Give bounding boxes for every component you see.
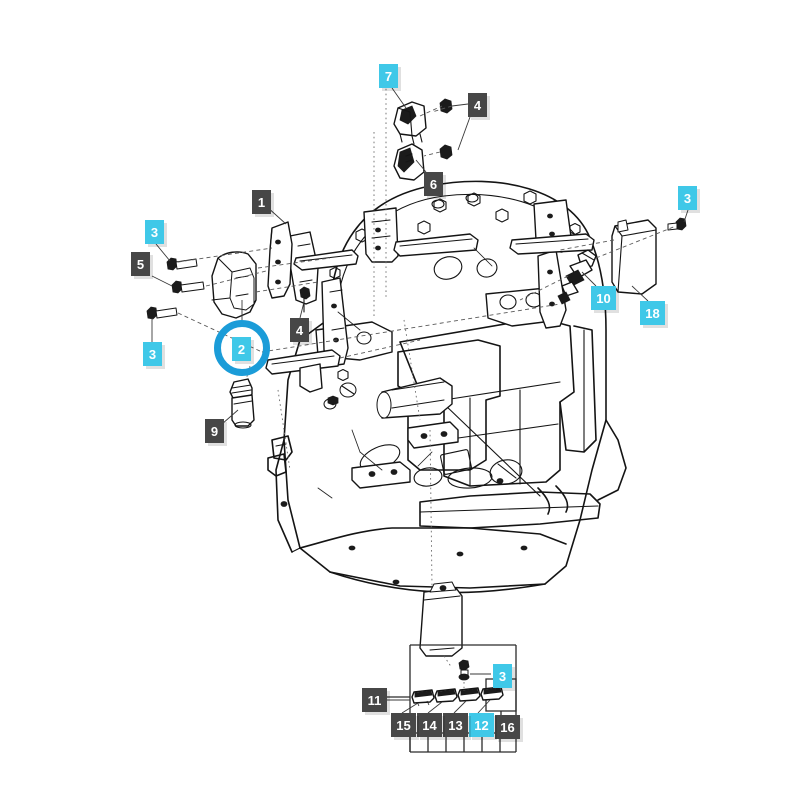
callout-10[interactable]: 10	[591, 286, 616, 310]
selected-part-highlight-ring	[214, 320, 270, 376]
callout-3-right[interactable]: 3	[678, 186, 697, 210]
fuse-items	[411, 686, 504, 707]
fastener-bolt-right	[667, 217, 687, 231]
upper-brackets	[265, 199, 595, 477]
callout-3-bottom[interactable]: 3	[493, 664, 512, 688]
callout-4-middle[interactable]: 4	[290, 318, 309, 342]
hex-bolt	[146, 306, 178, 320]
callout-15[interactable]: 15	[391, 713, 416, 737]
part-1-bracket-plate	[267, 221, 293, 299]
part-7-relay	[393, 101, 427, 145]
callout-3-lower-left[interactable]: 3	[143, 342, 162, 366]
callout-18[interactable]: 18	[640, 301, 665, 325]
callout-9[interactable]: 9	[205, 419, 224, 443]
callout-1[interactable]: 1	[252, 190, 271, 214]
callout-6[interactable]: 6	[424, 172, 443, 196]
part-9-connector	[229, 378, 255, 429]
callout-16[interactable]: 16	[495, 715, 520, 739]
callout-14[interactable]: 14	[417, 713, 442, 737]
callout-13[interactable]: 13	[443, 713, 468, 737]
callout-3-upper-left[interactable]: 3	[145, 220, 164, 244]
callout-2-selected[interactable]: 2	[232, 337, 251, 361]
callout-11[interactable]: 11	[362, 688, 387, 712]
part-10-sensor	[557, 249, 597, 305]
part-6-switch	[393, 143, 425, 181]
callout-7[interactable]: 7	[379, 64, 398, 88]
callout-4-top[interactable]: 4	[468, 93, 487, 117]
pivot-bushing	[376, 377, 453, 419]
alignment-lines	[177, 84, 677, 688]
hex-bolt	[171, 280, 205, 294]
part-4-grommets	[299, 98, 453, 313]
leader-lines	[151, 87, 689, 714]
fastener-bolt-bottom	[458, 659, 470, 681]
lower-mounted-box	[419, 581, 463, 657]
callout-12[interactable]: 12	[469, 713, 494, 737]
callout-5[interactable]: 5	[131, 252, 150, 276]
